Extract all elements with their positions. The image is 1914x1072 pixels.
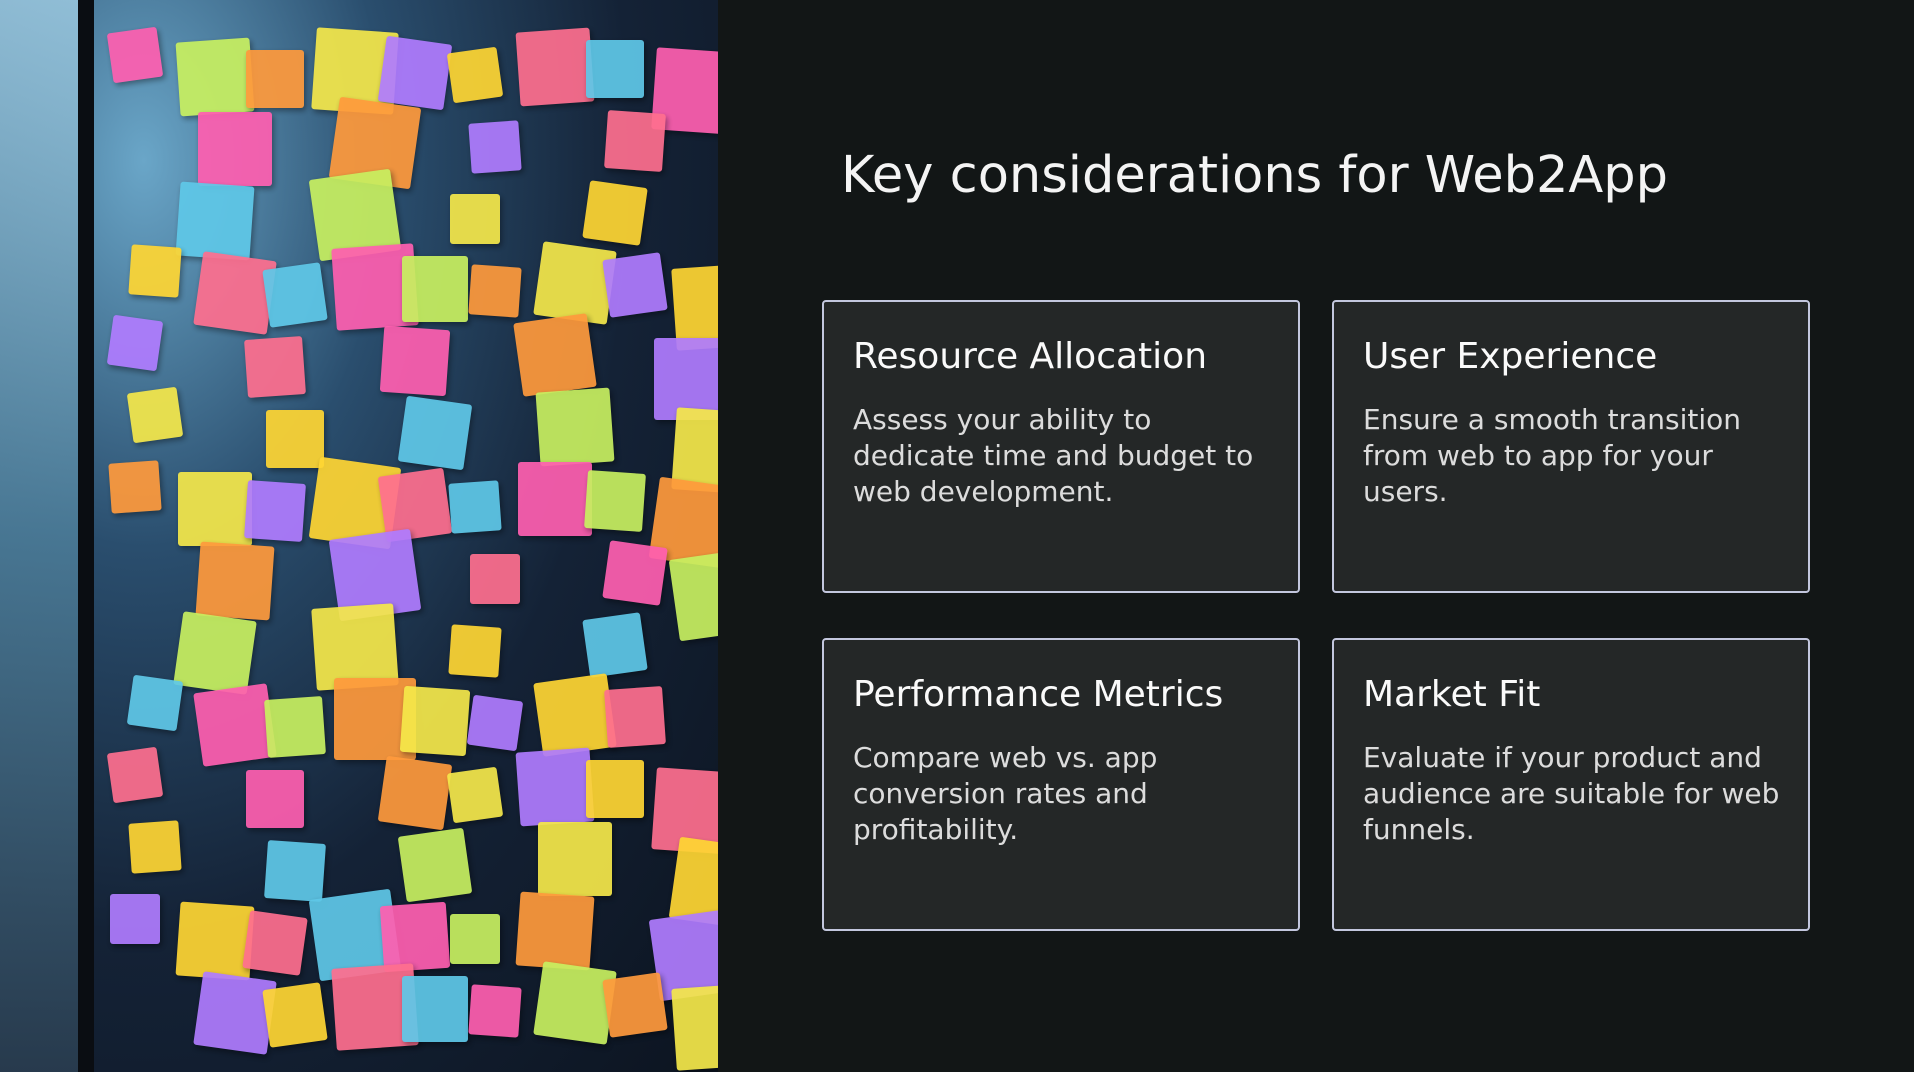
sticky-note <box>262 262 328 328</box>
sticky-note <box>106 26 164 84</box>
sticky-note <box>448 480 502 534</box>
sticky-note <box>244 480 306 542</box>
sticky-note <box>604 110 666 172</box>
sticky-note <box>106 746 164 804</box>
sticky-note <box>379 325 451 397</box>
sticky-note <box>515 891 595 971</box>
sticky-note <box>262 982 328 1048</box>
glass-frame <box>78 0 94 1072</box>
sticky-note <box>468 120 522 174</box>
sticky-note <box>468 264 522 318</box>
sticky-note <box>533 673 617 757</box>
card-user-experience: User Experience Ensure a smooth transiti… <box>1332 300 1810 593</box>
sticky-note <box>126 674 184 732</box>
sticky-note <box>604 686 666 748</box>
sticky-note <box>470 554 520 604</box>
sticky-note <box>244 336 306 398</box>
sticky-note <box>193 971 277 1055</box>
sticky-note <box>242 910 308 976</box>
sticky-note <box>582 612 648 678</box>
sticky-note <box>513 313 597 397</box>
sticky-note <box>582 180 648 246</box>
sticky-note <box>533 241 617 325</box>
sticky-note <box>446 46 504 104</box>
sticky-note <box>586 40 644 98</box>
sticky-note <box>602 540 668 606</box>
sticky-note <box>175 901 255 981</box>
sticky-note <box>654 338 718 420</box>
sticky-note <box>128 820 182 874</box>
sticky-note <box>377 755 453 831</box>
sticky-note <box>602 252 668 318</box>
card-heading: Performance Metrics <box>853 674 1224 715</box>
sticky-note <box>399 685 471 757</box>
sticky-note <box>518 462 592 536</box>
sticky-note <box>126 386 184 444</box>
sticky-note <box>178 472 252 546</box>
sticky-note <box>584 470 646 532</box>
sticky-note <box>108 460 162 514</box>
sticky-note <box>175 181 255 261</box>
card-heading: User Experience <box>1363 336 1658 377</box>
sticky-note <box>110 894 160 944</box>
sticky-note <box>198 112 272 186</box>
sticky-note <box>195 541 275 621</box>
sticky-note <box>128 244 182 298</box>
sticky-note <box>450 914 500 964</box>
sticky-note <box>246 50 304 108</box>
card-heading: Resource Allocation <box>853 336 1208 377</box>
sticky-note <box>175 37 255 117</box>
sticky-note <box>266 410 324 468</box>
sticky-note <box>671 983 718 1071</box>
sticky-note <box>538 822 612 896</box>
card-heading: Market Fit <box>1363 674 1541 715</box>
sticky-note <box>535 387 615 467</box>
sticky-note <box>379 901 451 973</box>
sticky-note <box>468 984 522 1038</box>
sticky-note <box>377 35 453 111</box>
sticky-note <box>602 972 668 1038</box>
sticky-note <box>586 760 644 818</box>
card-body: Evaluate if your product and audience ar… <box>1363 741 1780 846</box>
card-body: Assess your ability to dedicate time and… <box>853 403 1254 508</box>
card-resource-allocation: Resource Allocation Assess your ability … <box>822 300 1300 593</box>
sticky-note <box>402 256 468 322</box>
sticky-note <box>450 194 500 244</box>
card-body: Compare web vs. app conversion rates and… <box>853 741 1158 846</box>
sticky-note <box>668 548 718 642</box>
sticky-note <box>264 696 326 758</box>
sticky-note <box>193 683 277 767</box>
sticky-note <box>106 314 164 372</box>
sticky-note <box>246 770 304 828</box>
sticky-note <box>446 766 504 824</box>
window-glow <box>0 0 80 1072</box>
sticky-note <box>515 747 595 827</box>
sticky-notes-photo <box>0 0 718 1072</box>
sticky-note <box>402 976 468 1042</box>
sticky-note <box>264 840 326 902</box>
sticky-note <box>448 624 502 678</box>
page-title: Key considerations for Web2App <box>841 146 1669 205</box>
sticky-note <box>466 694 524 752</box>
sticky-note <box>397 827 473 903</box>
sticky-note <box>515 27 595 107</box>
card-market-fit: Market Fit Evaluate if your product and … <box>1332 638 1810 931</box>
sticky-note <box>193 251 277 335</box>
sticky-note <box>173 611 257 695</box>
card-body: Ensure a smooth transition from web to a… <box>1363 403 1741 508</box>
card-performance-metrics: Performance Metrics Compare web vs. app … <box>822 638 1300 931</box>
sticky-note <box>533 961 617 1045</box>
sticky-note <box>397 395 473 471</box>
